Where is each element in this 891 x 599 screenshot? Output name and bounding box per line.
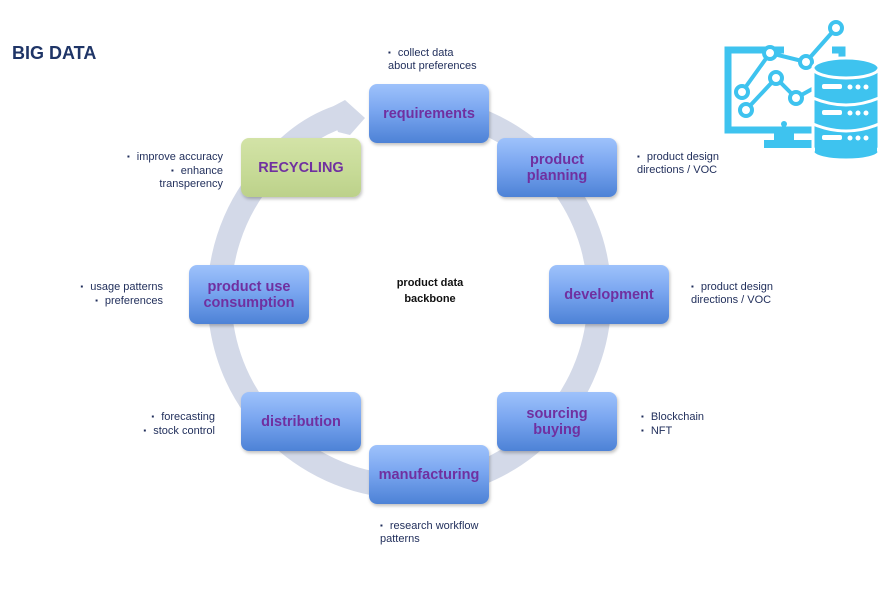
node-manufacturing: manufacturing bbox=[369, 445, 489, 504]
node-sourcing-buying: sourcing buying bbox=[497, 392, 617, 451]
bullet-icon: ▪ bbox=[641, 412, 644, 421]
node-label: requirements bbox=[383, 105, 475, 122]
node-product-planning: product planning bbox=[497, 138, 617, 197]
chart-line-upper bbox=[740, 26, 838, 94]
bullet-icon: ▪ bbox=[126, 152, 130, 161]
monitor-stand bbox=[774, 130, 794, 140]
chart-point bbox=[762, 45, 778, 61]
note-product-use: ▪usage patterns ▪preferences bbox=[80, 281, 163, 307]
chart-point bbox=[734, 84, 750, 100]
note-distribution: ▪forecasting ▪stock control bbox=[143, 411, 215, 437]
monitor-power-dot bbox=[781, 121, 787, 127]
node-distribution: distribution bbox=[241, 392, 361, 451]
node-label: manufacturing bbox=[378, 466, 480, 483]
chart-point bbox=[798, 54, 814, 70]
node-label: sourcing buying bbox=[526, 405, 588, 438]
bullet-icon: ▪ bbox=[143, 426, 147, 435]
bullet-icon: ▪ bbox=[95, 296, 98, 305]
node-label: RECYCLING bbox=[258, 159, 344, 176]
bullet-icon: ▪ bbox=[637, 152, 640, 161]
page-title: BIG DATA bbox=[12, 43, 97, 63]
node-requirements: requirements bbox=[369, 84, 489, 143]
monitor-base bbox=[764, 140, 820, 148]
node-product-use-consumption: product use consumption bbox=[189, 265, 309, 324]
chart-point bbox=[828, 20, 844, 36]
node-development: development bbox=[549, 265, 669, 324]
node-label: product planning bbox=[526, 151, 588, 184]
bullet-icon: ▪ bbox=[641, 426, 644, 435]
note-development: ▪product design directions / VOC bbox=[691, 281, 774, 306]
bullet-icon: ▪ bbox=[380, 521, 383, 530]
database-cylinder bbox=[811, 56, 881, 162]
note-product-planning: ▪product design directions / VOC bbox=[637, 151, 720, 176]
node-label: development bbox=[564, 286, 654, 303]
center-label: product data backbone bbox=[385, 277, 475, 305]
bullet-icon: ▪ bbox=[80, 282, 84, 291]
note-recycling: ▪improve accuracy ▪enhance transperency bbox=[126, 151, 223, 190]
bullet-icon: ▪ bbox=[151, 412, 155, 421]
chart-point bbox=[788, 90, 804, 106]
node-label: product use consumption bbox=[203, 278, 295, 311]
note-requirements: ▪collect data about preferences bbox=[388, 47, 477, 72]
bullet-icon: ▪ bbox=[691, 282, 694, 291]
big-data-analytics-database-icon bbox=[724, 20, 881, 165]
node-recycling: RECYCLING bbox=[241, 138, 361, 197]
chart-point bbox=[738, 102, 754, 118]
note-sourcing-buying: ▪Blockchain ▪NFT bbox=[641, 411, 705, 437]
bullet-icon: ▪ bbox=[388, 48, 391, 57]
analytics-monitor-database-icon bbox=[724, 20, 881, 162]
chart-line-lower bbox=[744, 75, 815, 112]
bullet-icon: ▪ bbox=[170, 166, 174, 175]
center-label-line1: product data bbox=[396, 277, 464, 289]
node-label: distribution bbox=[261, 413, 341, 430]
chart-point bbox=[768, 70, 784, 86]
center-label-line2: backbone bbox=[404, 293, 456, 305]
note-manufacturing: ▪research workflow patterns bbox=[380, 520, 479, 545]
